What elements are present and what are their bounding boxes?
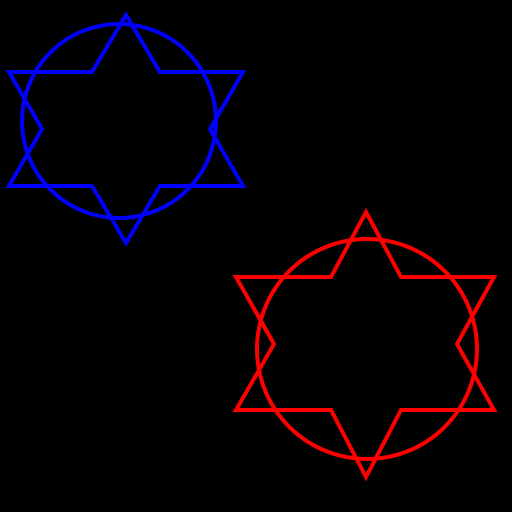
red-circle — [255, 237, 479, 461]
red-figure — [232, 207, 498, 482]
blue-figure — [5, 11, 247, 247]
red-hexagram — [232, 207, 498, 482]
blue-hexagram — [5, 11, 247, 247]
